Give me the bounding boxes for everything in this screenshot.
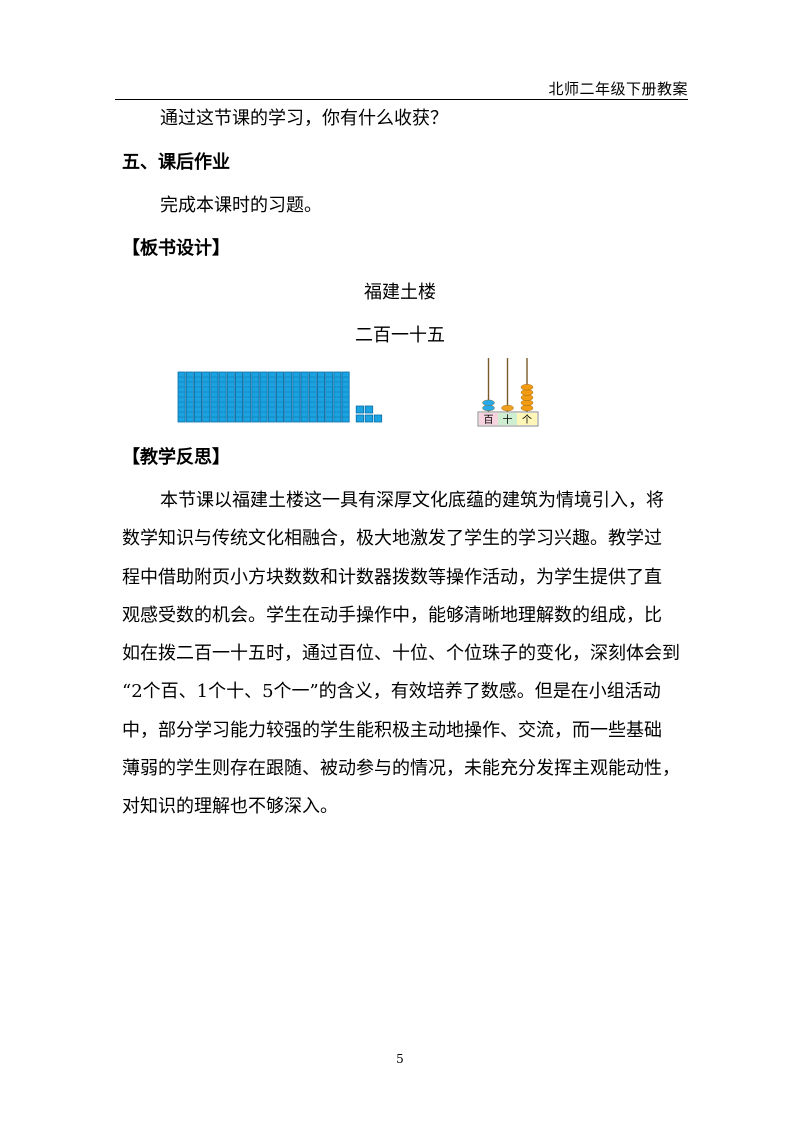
hundred-ten-stick xyxy=(308,371,317,423)
page-number: 5 xyxy=(396,1052,404,1066)
hundred-ten-stick xyxy=(177,371,186,423)
section-heading-homework: 五、课后作业 xyxy=(122,152,230,173)
intro-question: 通过这节课的学习，你有什么收获？ xyxy=(160,108,448,129)
hundred-ten-stick xyxy=(267,371,276,423)
counter-label-hundreds: 百 xyxy=(484,414,494,426)
hundred-ten-stick xyxy=(300,371,309,423)
bead-ones xyxy=(520,389,534,396)
bead-ones xyxy=(520,394,534,401)
section-heading-reflection: 【教学反思】 xyxy=(122,447,230,468)
hundred-ten-stick xyxy=(251,371,260,423)
board-number-text: 二百一十五 xyxy=(355,325,445,346)
hundred-ten-stick xyxy=(292,371,301,423)
reflection-line: 观感受数的机会。学生在动手操作中，能够清晰地理解数的组成，比 xyxy=(122,604,662,626)
hundred-ten-stick xyxy=(243,371,252,423)
running-header: 北师二年级下册教案 xyxy=(548,80,688,98)
hundred-ten-stick xyxy=(185,371,194,423)
hundred-ten-stick xyxy=(316,371,325,423)
hundred-ten-stick xyxy=(193,371,202,423)
reflection-line: 本节课以福建土楼这一具有深厚文化底蕴的建筑为情境引入，将 xyxy=(160,490,664,511)
one-cube xyxy=(355,414,365,423)
board-title: 福建土楼 xyxy=(364,282,436,303)
reflection-line: 如在拨二百一十五时，通过百位、十位、个位珠子的变化，深刻体会到 xyxy=(122,643,680,665)
hundred-ten-stick xyxy=(202,371,211,423)
bead-ones xyxy=(520,404,534,412)
one-cube xyxy=(355,405,365,414)
header-rule xyxy=(115,99,688,100)
one-cube xyxy=(364,414,374,423)
place-value-blocks xyxy=(177,371,383,423)
bead-hundreds xyxy=(482,399,495,406)
ten-stick xyxy=(341,371,350,423)
reflection-line: 对知识的理解也不够深入。 xyxy=(122,796,338,818)
hundred-ten-stick xyxy=(226,371,235,423)
abacus-counter: 百 十 个 xyxy=(477,358,539,427)
one-cube xyxy=(364,405,374,414)
reflection-line: “2个百、1个十、5个一”的含义，有效培养了数感。但是在小组活动 xyxy=(122,681,661,703)
section-heading-board: 【板书设计】 xyxy=(122,238,230,259)
counter-label-bg-ones xyxy=(517,413,537,425)
one-cube xyxy=(373,414,383,423)
reflection-line: 数学知识与传统文化相融合，极大地激发了学生的学习兴趣。教学过 xyxy=(122,528,662,550)
reflection-line: 中，部分学习能力较强的学生能积极主动地操作、交流，而一些基础 xyxy=(122,719,662,741)
reflection-paragraph: 本节课以福建土楼这一具有深厚文化底蕴的建筑为情境引入，将 数学知识与传统文化相融… xyxy=(122,482,690,827)
hundred-ten-stick xyxy=(276,371,285,423)
bead-ones xyxy=(520,399,534,406)
counter-label-tens: 十 xyxy=(503,413,513,426)
counter-label-ones: 个 xyxy=(522,414,532,426)
bead-ones xyxy=(520,384,534,391)
reflection-line: 程中借助附页小方块数数和计数器拨数等操作活动，为学生提供了直 xyxy=(122,566,662,588)
counter-label-bg-hundreds xyxy=(479,413,498,425)
hundred-ten-stick xyxy=(325,371,334,423)
hundred-ten-stick xyxy=(235,371,244,423)
hundred-ten-stick xyxy=(259,371,268,423)
hundred-ten-stick xyxy=(210,371,219,423)
hundred-ten-stick xyxy=(333,371,342,423)
bead-hundreds xyxy=(482,404,495,412)
reflection-line: 薄弱的学生则存在跟随、被动参与的情况，未能充分发挥主观能动性， xyxy=(122,758,680,780)
homework-text: 完成本课时的习题。 xyxy=(160,195,322,216)
bead-tens xyxy=(501,404,514,412)
hundred-ten-stick xyxy=(284,371,293,423)
hundred-ten-stick xyxy=(218,371,227,423)
counter-label-bg-tens xyxy=(498,413,517,425)
